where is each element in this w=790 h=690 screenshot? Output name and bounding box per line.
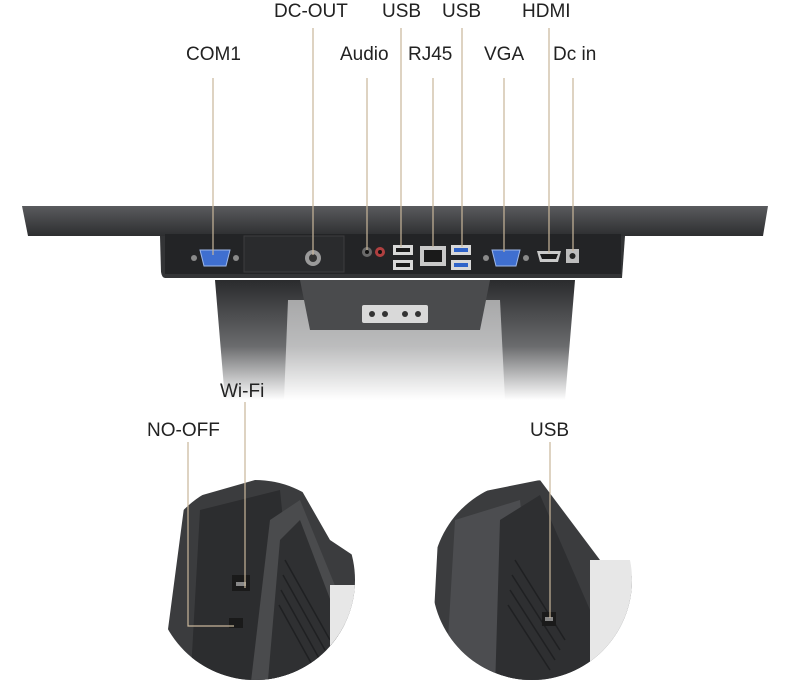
label-com1: COM1	[186, 44, 241, 65]
ports	[191, 245, 579, 270]
dc-in-port	[566, 249, 579, 263]
usb-port-stack-b	[451, 245, 471, 270]
right-side-detail	[432, 480, 632, 680]
label-dc-out: DC-OUT	[274, 1, 348, 22]
label-no-off: NO-OFF	[147, 420, 220, 441]
label-audio: Audio	[340, 44, 389, 65]
usb-port-stack-a	[393, 245, 413, 270]
label-rj45: RJ45	[408, 44, 453, 65]
hdmi-port	[537, 251, 561, 262]
label-wifi: Wi-Fi	[220, 381, 265, 402]
label-usb-b: USB	[442, 1, 482, 22]
com1-port	[191, 249, 239, 267]
top-leader-lines	[212, 28, 574, 255]
label-hdmi: HDMI	[522, 1, 571, 22]
label-dc-in: Dc in	[553, 44, 597, 65]
vga-port	[483, 249, 529, 267]
monitor-bottom-edge	[22, 206, 768, 278]
stand	[215, 280, 575, 400]
audio-ports	[362, 247, 385, 257]
dc-out-port	[305, 250, 321, 266]
label-usb-side: USB	[530, 420, 570, 441]
bottom-leader-lines	[187, 402, 551, 627]
label-vga: VGA	[484, 44, 525, 65]
rj45-port	[420, 246, 446, 266]
left-side-detail	[155, 480, 355, 680]
label-usb-a: USB	[382, 1, 422, 22]
